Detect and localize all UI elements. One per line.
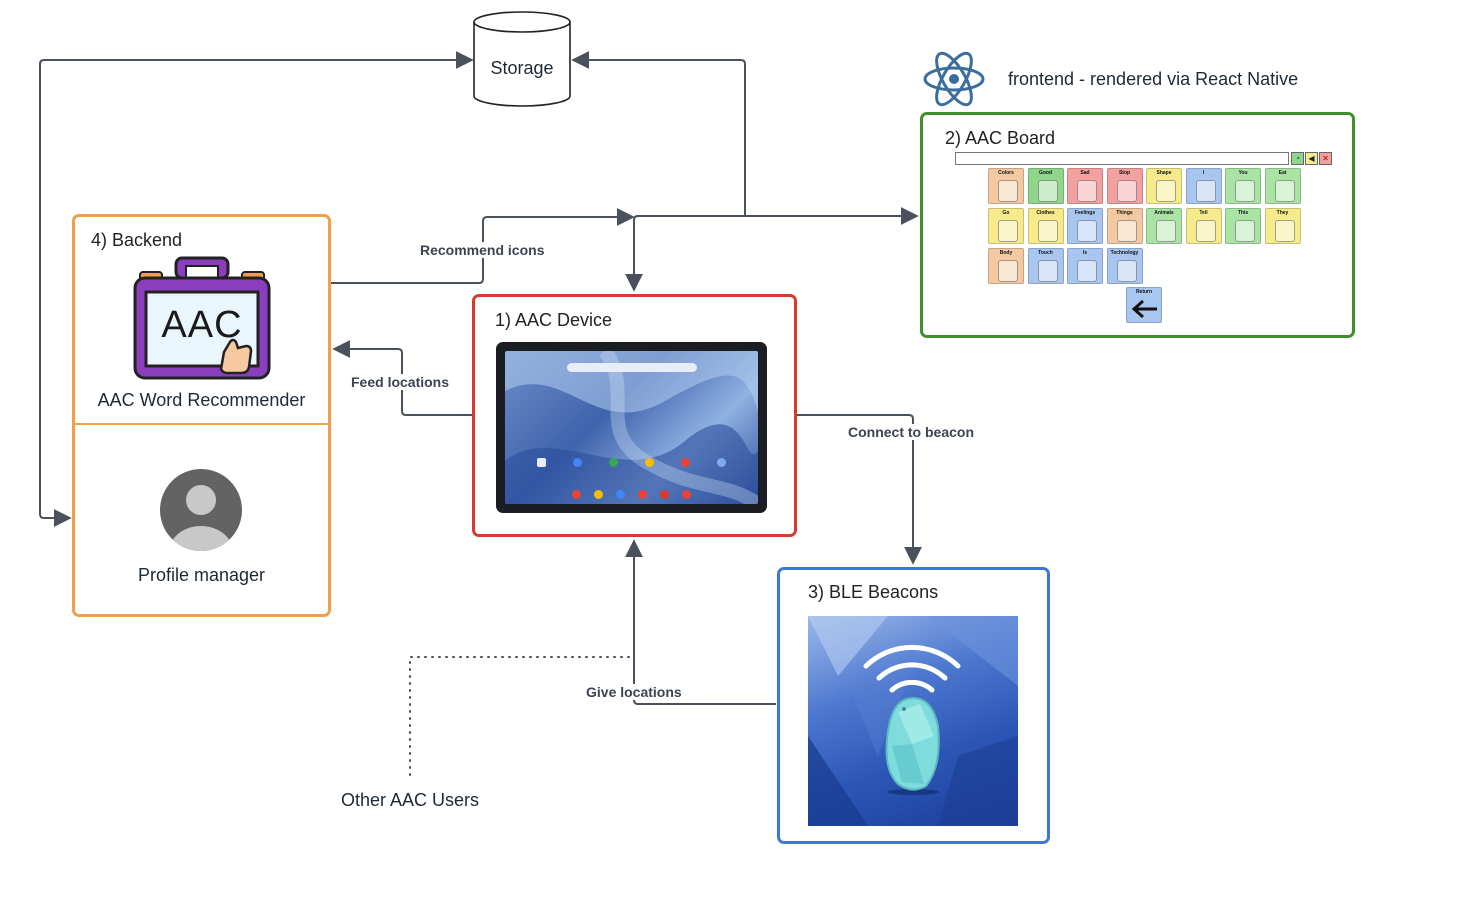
dock-icon (616, 490, 625, 499)
symbol-icon (1037, 220, 1058, 242)
board-cell-tell[interactable]: Tell (1185, 208, 1222, 244)
beacon-art (808, 616, 1018, 826)
symbol-icon (998, 220, 1018, 242)
wifi-signal-icon (863, 644, 961, 693)
board-cell-things[interactable]: Things (1106, 208, 1143, 244)
aac-recommender-logo-icon (133, 256, 271, 380)
symbol-icon (1274, 180, 1295, 202)
symbol-icon (1274, 220, 1295, 242)
board-cell-technology[interactable]: Technology (1106, 248, 1143, 284)
board-cell-you[interactable]: You (1225, 168, 1261, 204)
app-icon (537, 458, 546, 467)
edge-give-locations (625, 539, 776, 705)
symbol-icon (1077, 220, 1097, 242)
board-cell-colors[interactable]: Colors (988, 168, 1024, 204)
backspace-icon[interactable]: ◀ (1305, 152, 1318, 165)
board-cell-body[interactable]: Body (988, 248, 1024, 284)
board-cell-i[interactable]: I (1185, 168, 1222, 204)
return-button[interactable]: Return (1126, 287, 1162, 323)
board-cell-clothes[interactable]: Clothes (1027, 208, 1064, 244)
edge-connect-beacon (797, 414, 922, 565)
edge-label-feed: Feed locations (350, 374, 451, 390)
profile-manager-label: Profile manager (137, 565, 266, 585)
symbol-icon (1235, 180, 1255, 202)
board-cell-they[interactable]: They (1264, 208, 1301, 244)
symbol-icon (1116, 180, 1137, 202)
edge-storage-board (571, 51, 919, 225)
backend-title: 4) Backend (91, 230, 183, 250)
edge-storage-backend (39, 51, 474, 527)
symbol-icon (1156, 220, 1176, 242)
edge-label-give: Give locations (585, 684, 683, 700)
beacons-title: 3) BLE Beacons (808, 582, 939, 602)
board-cell-sad[interactable]: Sad (1067, 168, 1103, 204)
aac-logo-text: AAC (161, 304, 243, 346)
wallpaper-waves (505, 351, 758, 504)
app-icon (609, 458, 618, 467)
tablet-screen (505, 351, 758, 504)
react-atom-icon (923, 51, 985, 107)
board-cell-animals[interactable]: Animals (1146, 208, 1182, 244)
app-icon (717, 458, 726, 467)
storage-label: Storage (490, 58, 554, 78)
board-cell-feelings[interactable]: Feelings (1067, 208, 1103, 244)
edge-label-connect: Connect to beacon (847, 424, 976, 440)
avatar-icon (160, 469, 242, 551)
other-users-label: Other AAC Users (340, 790, 480, 810)
symbol-icon (1077, 260, 1097, 282)
recommender-label: AAC Word Recommender (97, 390, 306, 410)
dock-icon (682, 490, 691, 499)
board-cell-touch[interactable]: Touch (1027, 248, 1064, 284)
frontend-caption: frontend - rendered via React Native (1008, 69, 1299, 89)
board-cell-shape[interactable]: Shape (1146, 168, 1182, 204)
speak-icon[interactable]: ◔ (1291, 152, 1304, 165)
arrow-left-icon (1131, 299, 1157, 319)
edge-to-device (625, 215, 745, 292)
app-icon (573, 458, 582, 467)
board-cell-eat[interactable]: Eat (1264, 168, 1301, 204)
symbol-icon (1077, 180, 1097, 202)
board-cell-good[interactable]: Good (1027, 168, 1064, 204)
dock-icon (660, 490, 669, 499)
symbol-icon (1116, 260, 1137, 282)
beacon-illustration (808, 616, 1018, 826)
symbol-icon (998, 180, 1018, 202)
symbol-icon (1195, 220, 1216, 242)
symbol-icon (1116, 220, 1137, 242)
symbol-icon (1235, 220, 1255, 242)
clear-icon[interactable]: ✕ (1319, 152, 1332, 165)
dock-icon (638, 490, 647, 499)
app-icon (681, 458, 690, 467)
storage-cylinder (473, 11, 571, 107)
board-cell-stop[interactable]: Stop (1106, 168, 1143, 204)
board-cell-is[interactable]: Is (1067, 248, 1103, 284)
symbol-icon (998, 260, 1018, 282)
app-icon (645, 458, 654, 467)
tablet-search-bar (567, 363, 697, 372)
edge-other-users (409, 656, 633, 776)
board-cell-go[interactable]: Go (988, 208, 1024, 244)
board-cell-this[interactable]: This (1225, 208, 1261, 244)
backend-divider (75, 423, 328, 425)
board-title: 2) AAC Board (945, 128, 1056, 148)
symbol-icon (1195, 180, 1216, 202)
dock-icon (572, 490, 581, 499)
board-search-input[interactable] (955, 152, 1289, 165)
device-title: 1) AAC Device (495, 310, 613, 330)
symbol-icon (1156, 180, 1176, 202)
symbol-icon (1037, 260, 1058, 282)
edge-label-recommend: Recommend icons (419, 242, 546, 258)
symbol-icon (1037, 180, 1058, 202)
dock-icon (594, 490, 603, 499)
